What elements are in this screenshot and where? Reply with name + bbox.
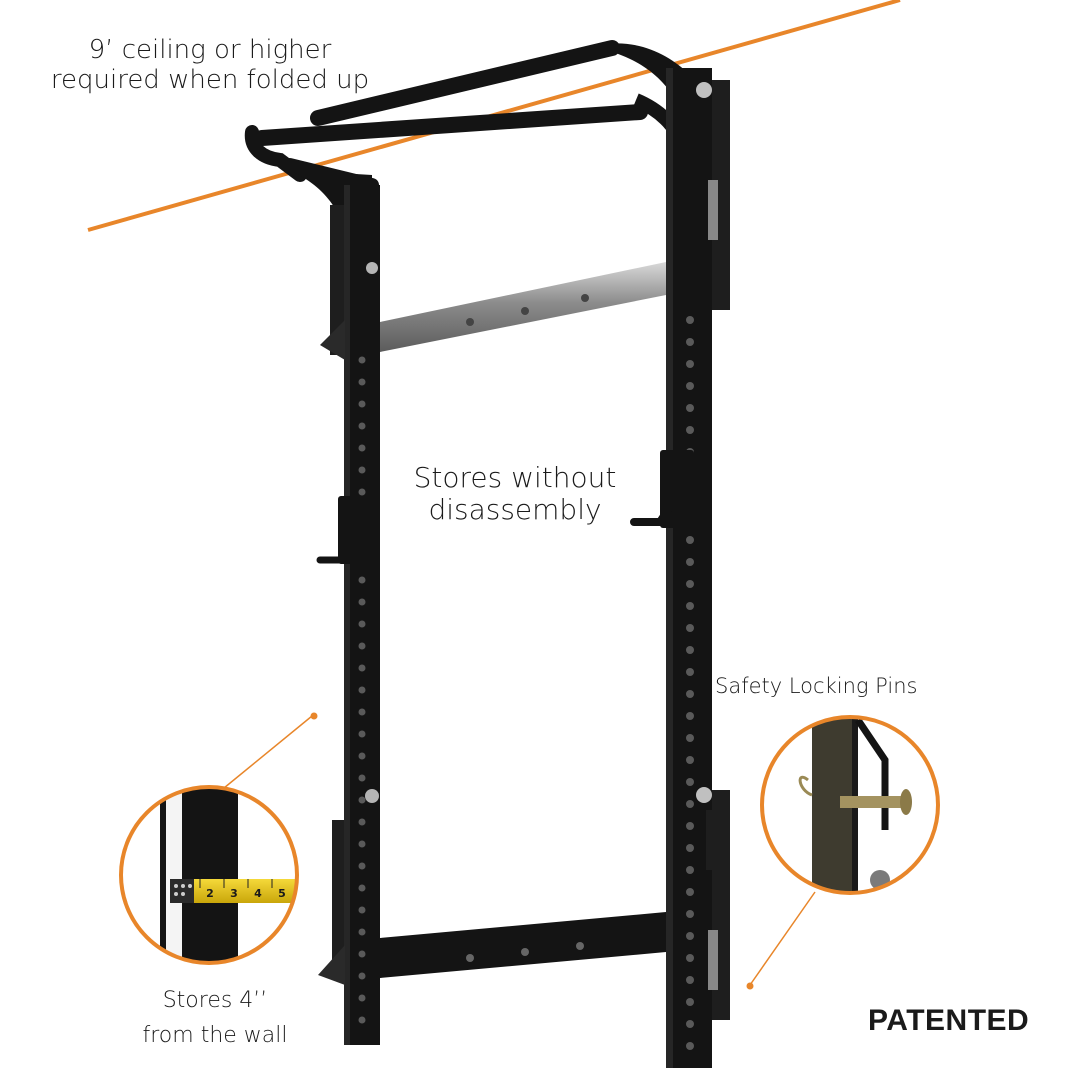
tape-tick-labels: 2 3 4 5 [199,879,286,900]
upright-hole [358,444,366,452]
j-hook-left [316,496,368,564]
upright-hole [686,668,694,676]
upright-hole [686,404,694,412]
pin-pointer-dot [746,982,754,990]
upright-hole [358,906,366,914]
upright-hole [358,774,366,782]
upright-hole [358,422,366,430]
upright-hole [358,818,366,826]
upright-hole [358,730,366,738]
tape-tick-label: 5 [278,887,286,900]
upright-hole [358,840,366,848]
upright-hole [686,580,694,588]
upright-hole [686,1020,694,1028]
upright-hole [686,800,694,808]
upright-hole [358,576,366,584]
upright-hole [686,888,694,896]
upright-hole [686,932,694,940]
ceiling-caption-line2: required when folded up [50,64,370,95]
upright-hole [686,536,694,544]
upright-hole [686,910,694,918]
upright-hole [686,998,694,1006]
upright-hole [686,822,694,830]
upright-hole [686,954,694,962]
upright-hole [358,400,366,408]
tape-pointer-line [223,715,313,789]
upright-hole [686,558,694,566]
upright-hole [358,862,366,870]
upright-hole [686,624,694,632]
storage-caption-line2: disassembly [428,493,602,527]
upright-hole [358,466,366,474]
upright-hole [358,796,366,804]
storage-caption-line1: Stores without [413,461,617,494]
upright-hole [358,884,366,892]
tape-tick-label: 4 [254,887,262,900]
upright-hole [358,972,366,980]
upright-hole [358,1016,366,1024]
upright-hole [686,712,694,720]
ceiling-caption-line1: 9’ ceiling or higher [88,35,332,65]
tape-pointer-dot [310,712,318,720]
upright-hole [358,752,366,760]
upright-hole [358,598,366,606]
wall-caption-line2: from the wall [142,1023,288,1049]
upright-hole [686,866,694,874]
upright-hole [686,426,694,434]
upright-hole [358,488,366,496]
upright-hole [686,734,694,742]
tape-tick-label: 2 [206,887,214,900]
upright-hole [358,642,366,650]
patented-label: PATENTED [868,1004,1030,1037]
locking-pin-inset [760,715,940,895]
tape-measure-inset: 2 3 4 5 [119,785,299,965]
upright-hole [686,690,694,698]
upright-hole [358,950,366,958]
upright-hole [686,602,694,610]
upright-hole [686,976,694,984]
hinge-hardware [318,82,724,990]
upright-hole [358,378,366,386]
upright-hole [686,360,694,368]
upright-hole [686,756,694,764]
upright-hole [686,316,694,324]
upright-hole [358,664,366,672]
upright-hole [358,708,366,716]
upright-hole [358,928,366,936]
wall-distance-caption: Stores 4’’ from the wall [120,988,310,1049]
upright-hole [358,356,366,364]
left-upright [330,185,380,1045]
bottom-crossbar [380,912,666,978]
upright-hole [686,844,694,852]
j-hook-right [630,450,694,528]
pins-caption: Safety Locking Pins [715,674,918,698]
upright-hole [358,994,366,1002]
upright-hole [686,1042,694,1050]
upright-hole [686,382,694,390]
upright-hole [686,778,694,786]
upright-hole [686,338,694,346]
upright-hole [686,646,694,654]
pin-pointer-line [749,891,816,986]
upright-holes [358,316,694,1050]
ceiling-caption: 9’ ceiling or higher required when folde… [40,35,380,96]
upright-hole [358,620,366,628]
storage-caption: Stores without disassembly [395,461,635,527]
upright-hole [358,686,366,694]
right-upright [666,68,730,1068]
wall-caption-line1: Stores 4’’ [162,988,268,1013]
steel-crossbar [380,262,666,352]
tape-tick-label: 3 [230,887,238,900]
